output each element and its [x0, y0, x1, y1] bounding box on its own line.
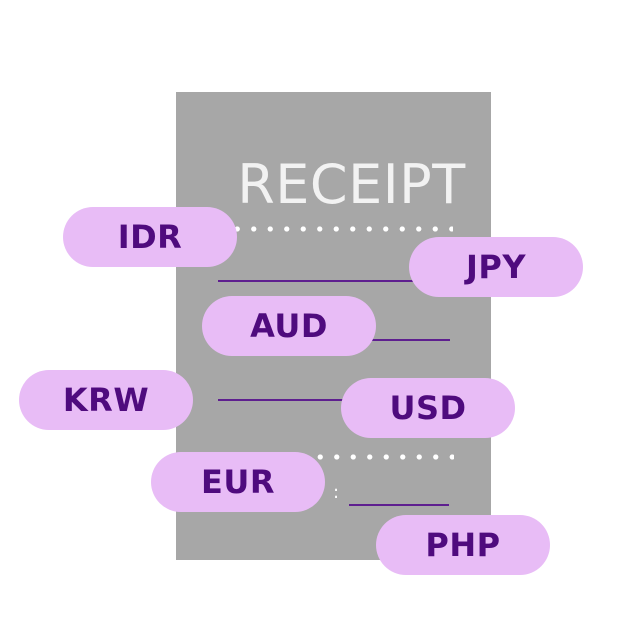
receipt-rule-line-1 [218, 280, 418, 282]
receipt-rule-line-2 [370, 339, 450, 341]
currency-tag-usd: USD [341, 378, 515, 438]
receipt-title: RECEIPT [237, 153, 466, 216]
currency-tag-php: PHP [376, 515, 550, 575]
currency-tag-idr: IDR [63, 207, 237, 267]
currency-tag-jpy: JPY [409, 237, 583, 297]
receipt-total-colon: : [333, 482, 340, 503]
dotted-separator-top [229, 226, 453, 232]
dotted-separator-bottom [312, 454, 454, 460]
currency-tag-eur: EUR [151, 452, 325, 512]
receipt-rule-line-3 [218, 399, 348, 401]
receipt-total-line [349, 504, 449, 506]
currency-tag-aud: AUD [202, 296, 376, 356]
currency-tag-krw: KRW [19, 370, 193, 430]
